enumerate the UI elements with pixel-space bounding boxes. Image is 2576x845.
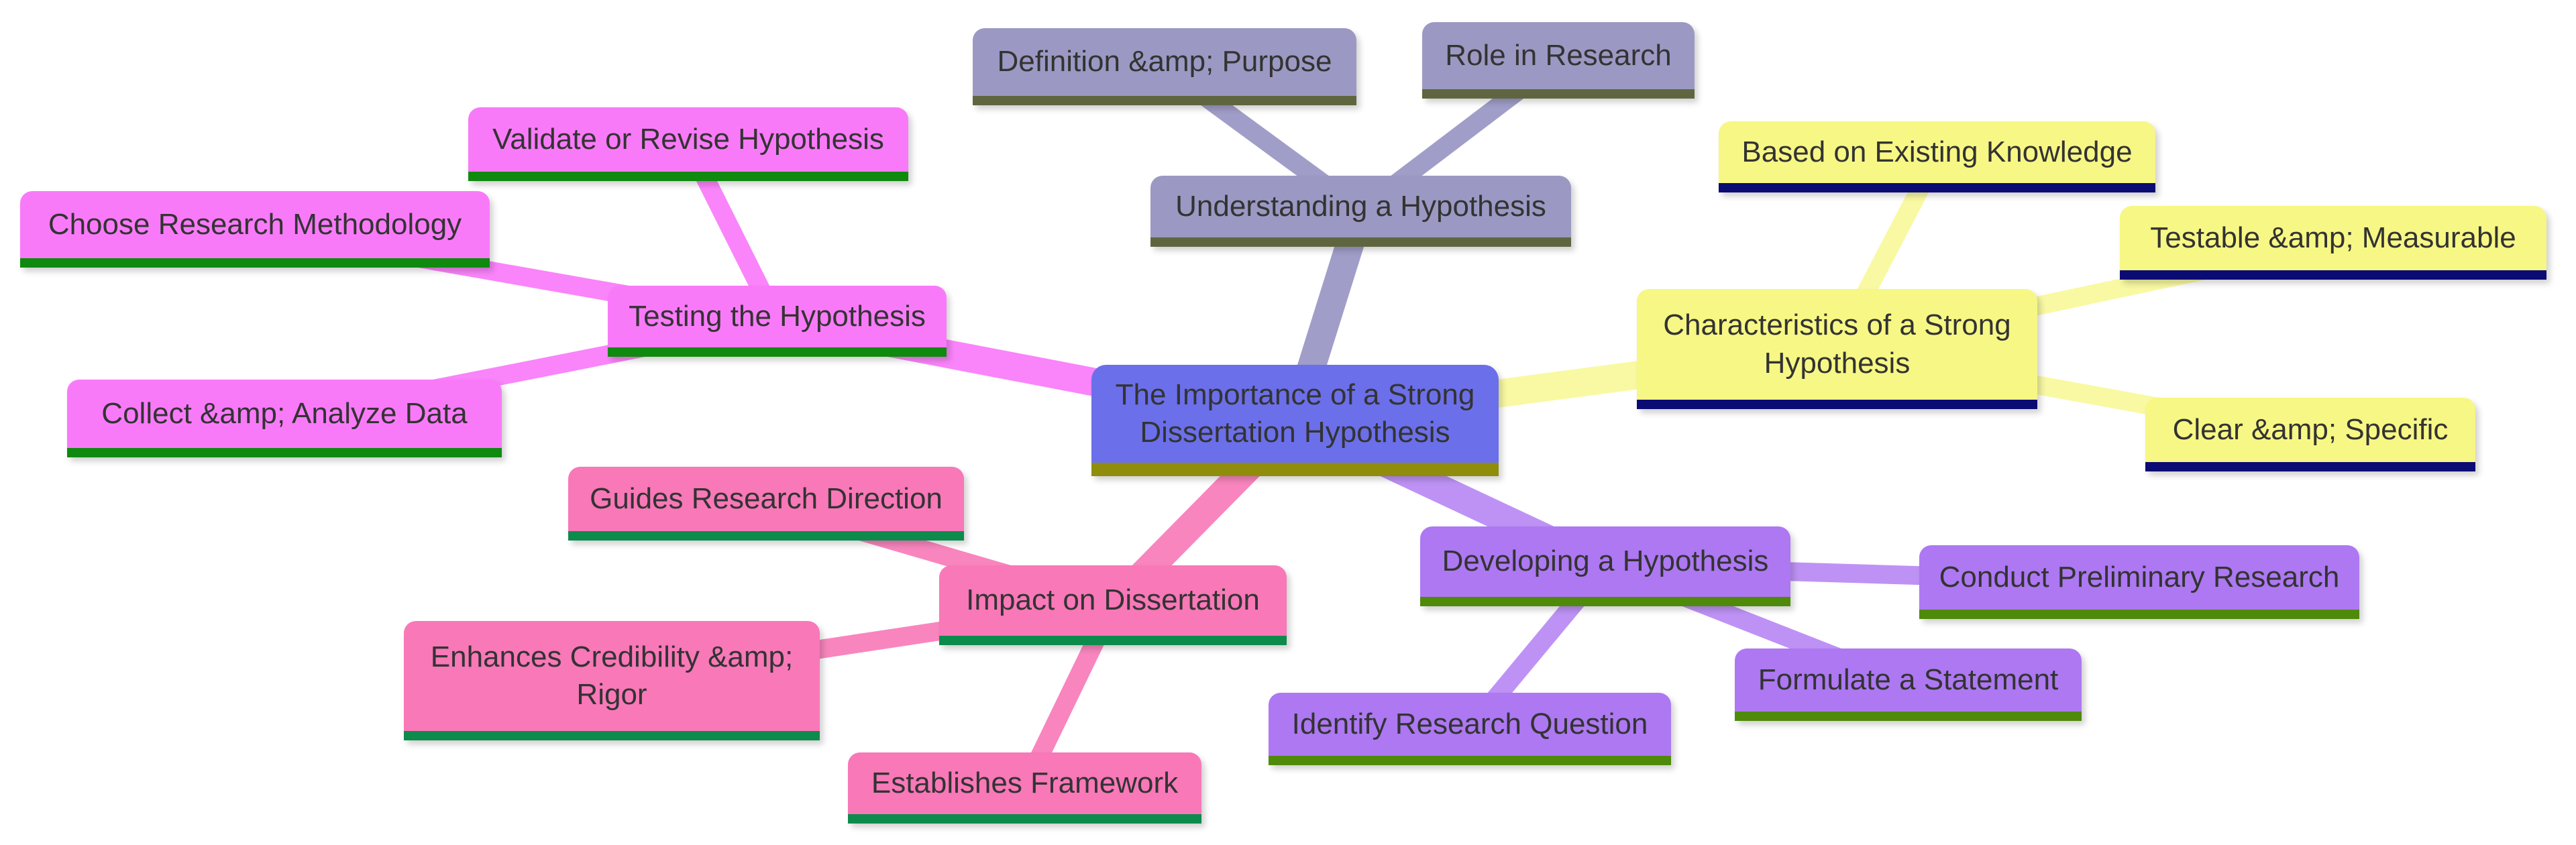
node-label: Collect &amp; Analyze Data [101, 396, 468, 430]
node-conduct-preliminary-research: Conduct Preliminary Research [1919, 545, 2359, 619]
node-based-on-existing-knowledge: Based on Existing Knowledge [1719, 121, 2155, 192]
node-underline [848, 814, 1201, 824]
node-label: Definition &amp; Purpose [997, 45, 1332, 78]
node-developing-a-hypothesis: Developing a Hypothesis [1420, 526, 1790, 606]
node-label: Validate or Revise Hypothesis [492, 122, 884, 156]
node-underline [1150, 237, 1571, 247]
node-underline [1637, 400, 2037, 409]
node-validate-or-revise-hypothesis: Validate or Revise Hypothesis [468, 107, 908, 181]
node-establishes-framework: Establishes Framework [848, 752, 1201, 824]
node-collect-analyze-data: Collect &amp; Analyze Data [67, 380, 502, 457]
node-underline [67, 448, 502, 457]
node-characteristics-of-a-strong-hypothesis: Characteristics of a Strong Hypothesis [1637, 289, 2037, 409]
node-underline [1735, 712, 2082, 721]
node-underline [1719, 183, 2155, 192]
node-label: Conduct Preliminary Research [1939, 560, 2340, 594]
node-underline [1420, 597, 1790, 606]
node-underline [608, 347, 947, 357]
node-label: Understanding a Hypothesis [1175, 189, 1546, 223]
node-label: Characteristics of a Strong Hypothesis [1663, 308, 2011, 380]
node-testable-measurable: Testable &amp; Measurable [2120, 206, 2546, 280]
node-choose-research-methodology: Choose Research Methodology [20, 191, 490, 268]
node-root-label: The Importance of a Strong Dissertation … [1115, 378, 1475, 449]
node-label: Choose Research Methodology [48, 207, 462, 241]
node-label: Establishes Framework [871, 766, 1179, 799]
node-label: Impact on Dissertation [966, 583, 1260, 617]
node-definition-purpose: Definition &amp; Purpose [973, 28, 1356, 105]
node-label: Formulate a Statement [1758, 663, 2059, 696]
node-testing-the-hypothesis: Testing the Hypothesis [608, 286, 947, 357]
node-role-in-research: Role in Research [1422, 22, 1695, 99]
node-clear-specific: Clear &amp; Specific [2145, 398, 2475, 471]
node-understanding-a-hypothesis: Understanding a Hypothesis [1150, 176, 1571, 247]
node-underline [2145, 462, 2475, 471]
node-underline [568, 531, 964, 541]
node-underline [1269, 756, 1671, 765]
node-label: Testing the Hypothesis [629, 299, 926, 333]
node-label: Enhances Credibility &amp; Rigor [430, 640, 794, 711]
node-underline [2120, 270, 2546, 280]
node-underline [468, 172, 908, 181]
node-identify-research-question: Identify Research Question [1269, 693, 1671, 765]
node-label: Testable &amp; Measurable [2150, 221, 2516, 254]
node-underline [1919, 610, 2359, 619]
node-underline [404, 731, 820, 740]
node-label: Guides Research Direction [590, 482, 943, 515]
node-label: Developing a Hypothesis [1442, 545, 1769, 578]
node-impact-on-dissertation: Impact on Dissertation [939, 565, 1287, 645]
node-root: The Importance of a Strong Dissertation … [1091, 365, 1499, 476]
node-label: Clear &amp; Specific [2172, 412, 2449, 446]
node-formulate-a-statement: Formulate a Statement [1735, 649, 2082, 721]
node-label: Identify Research Question [1291, 707, 1648, 740]
node-underline [973, 96, 1356, 105]
node-guides-research-direction: Guides Research Direction [568, 467, 964, 541]
node-enhances-credibility-rigor: Enhances Credibility &amp; Rigor [404, 621, 820, 740]
node-root-underline [1091, 463, 1499, 476]
node-underline [20, 258, 490, 268]
node-underline [939, 636, 1287, 645]
node-underline [1422, 89, 1695, 99]
node-label: Role in Research [1445, 38, 1672, 72]
node-label: Based on Existing Knowledge [1741, 135, 2133, 168]
